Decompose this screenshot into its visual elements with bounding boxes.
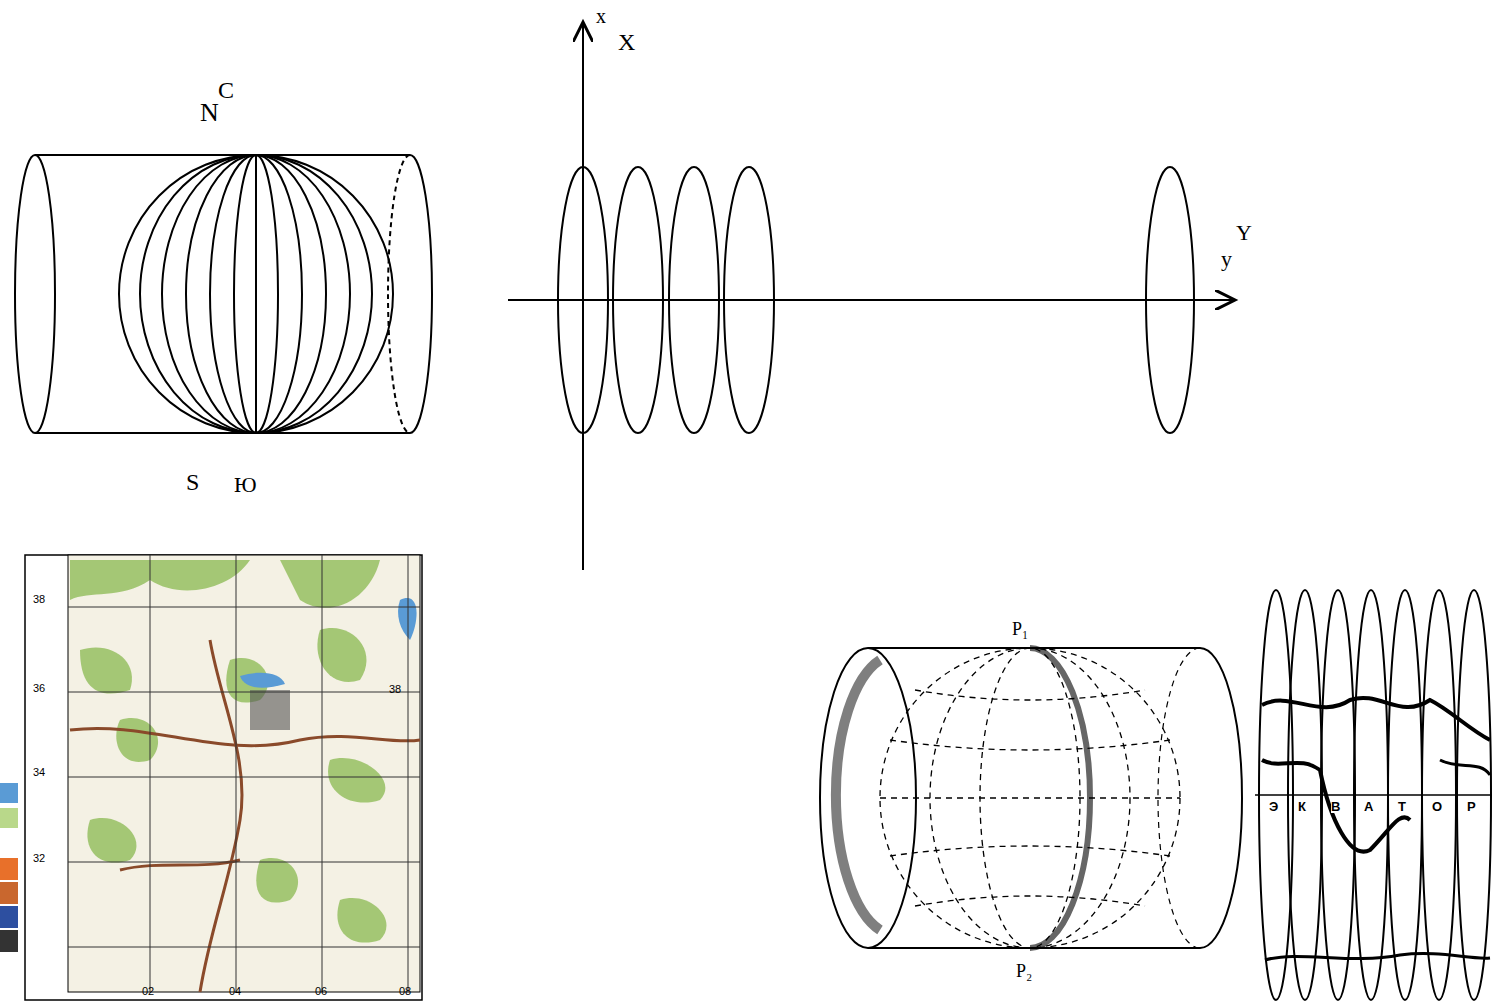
- grid-number: 38: [33, 594, 45, 605]
- axis-label: P₂: [1016, 962, 1032, 980]
- axis-label: С: [218, 78, 234, 102]
- axis-label: Ю: [234, 474, 257, 496]
- axis-label: X: [618, 30, 635, 54]
- axis-label: x: [596, 6, 606, 26]
- grid-number: 04: [229, 986, 241, 997]
- grid-number: 06: [315, 986, 327, 997]
- axis-label: y: [1221, 248, 1232, 270]
- grid-number: 32: [33, 853, 45, 864]
- axis-label: S: [186, 470, 199, 494]
- grid-number: Э: [1269, 800, 1278, 813]
- gore-strips: [1255, 590, 1492, 1000]
- axis-label: P₁: [1012, 620, 1028, 638]
- axis-label: Y: [1236, 222, 1252, 244]
- grid-number: 08: [399, 986, 411, 997]
- grid-number: 34: [33, 767, 45, 778]
- grid-number: Р: [1467, 800, 1476, 813]
- transverse-cylinder: [820, 648, 1242, 948]
- grid-number: О: [1432, 800, 1442, 813]
- grid-number: А: [1364, 800, 1373, 813]
- grid-number: 02: [142, 986, 154, 997]
- zone-axes: [508, 22, 1235, 570]
- axis-label: N: [200, 100, 219, 126]
- grid-number: 38: [389, 684, 401, 695]
- grid-number: В: [1331, 800, 1340, 813]
- grid-number: 36: [33, 683, 45, 694]
- grid-number: Т: [1398, 800, 1406, 813]
- cylinder-sphere: [15, 155, 432, 433]
- topographic-map: [0, 555, 422, 1000]
- grid-number: К: [1298, 800, 1306, 813]
